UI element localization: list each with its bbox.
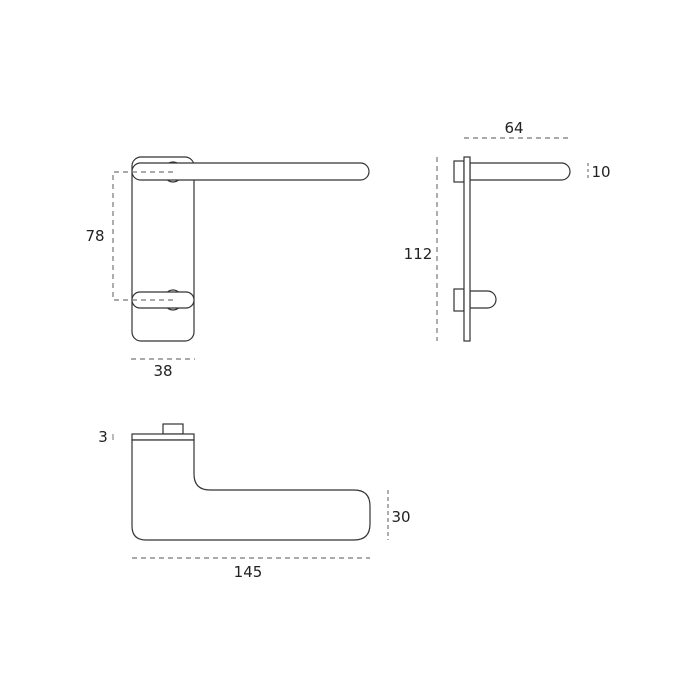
dim-78-line: [112, 171, 173, 301]
dim-10-label: 10: [591, 163, 610, 181]
side-plate: [463, 156, 471, 342]
top-view: 3 30 145: [98, 423, 411, 581]
dim-30-label: 30: [391, 508, 410, 526]
dim-112-label: 112: [404, 245, 433, 263]
side-rosette-bottom: [453, 288, 465, 312]
dim-38-label: 38: [153, 362, 172, 380]
front-view: 78 38: [85, 156, 370, 380]
backplate: [131, 156, 195, 342]
dim-3-label: 3: [98, 428, 108, 446]
dim-145-label: 145: [234, 563, 263, 581]
dim-78-label: 78: [85, 227, 104, 245]
side-lever: [469, 162, 571, 181]
rose-plate: [131, 433, 195, 441]
side-view: 112 64 10: [404, 119, 611, 342]
lever-top: [131, 162, 370, 181]
side-knob: [469, 290, 497, 309]
spindle: [162, 423, 184, 435]
dim-64-label: 64: [504, 119, 523, 137]
lever-profile: [131, 439, 371, 541]
side-rosette-top: [453, 160, 465, 183]
